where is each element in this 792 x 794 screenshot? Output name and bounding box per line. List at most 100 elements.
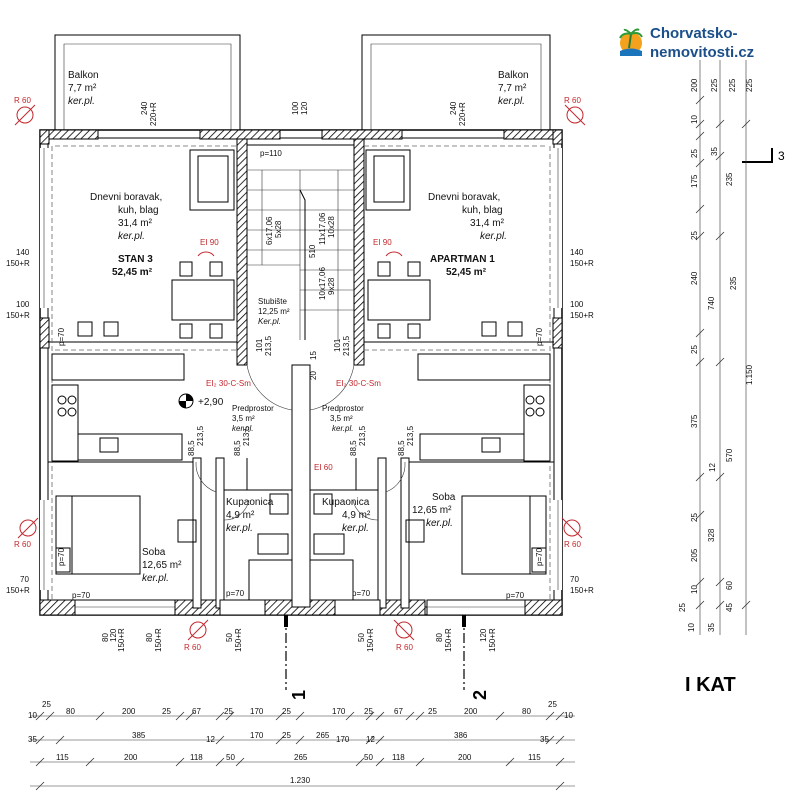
window-dim: 100 [291,101,300,115]
bottom-dim-label: 50 [226,753,235,762]
apartman1-name: APARTMAN 1 [430,254,495,265]
parapet-label: p=70 [57,547,66,566]
bottom-dim-label: 35 [28,735,37,744]
stair-dim: 510 [308,244,317,258]
section-mark-3: 3 [742,148,785,163]
right-dimension-ticks [695,95,751,610]
logo-line-2: nemovitosti.cz [650,44,755,61]
kupaonica-right-name: Kupaonica [322,497,370,508]
level-marker: +2,90 [178,393,224,409]
window-dims: 240 220+R 100 120 240 220+R 140 150+R 10… [6,101,594,652]
door-dim: 88,5 [349,440,358,456]
right-dim-label: 375 [690,414,699,428]
window-dim: 150+R [570,259,594,268]
small-labels: p=110 p=70 p=70 p=70 p=70 p=70 p=70 p=70… [57,149,544,600]
stubiste-name: Stubište [258,297,287,306]
bottom-dimension-ticks [35,711,565,791]
door-dim: 213,5 [358,425,367,446]
living-left-floor: ker.pl. [118,231,145,242]
window-dim: 240 [140,101,149,115]
floor-title: I KAT [685,674,736,696]
soba-right-floor: ker.pl. [426,518,453,529]
balkon-left-floor: ker.pl. [68,96,95,107]
room-labels: Balkon 7,7 m² ker.pl. Balkon 7,7 m² ker.… [68,70,529,584]
level-value: +2,90 [198,397,224,408]
kupaonica-right-floor: ker.pl. [342,523,369,534]
bottom-dim-label: 115 [528,753,541,762]
balcony-left [54,34,241,130]
predprostor-right-area: 3,5 m² [330,414,353,423]
window-dim: 150+R [117,628,126,652]
bottom-dim-label: 80 [66,707,75,716]
balkon-right-area: 7,7 m² [498,83,527,94]
right-dim-label: 570 [725,448,734,462]
bottom-dim-label: 385 [132,731,146,740]
soba-right-name: Soba [432,492,456,503]
right-dim-label: 225 [710,78,719,92]
ei60-label: EI 60 [314,463,333,472]
bottom-dim-label: 170 [250,707,264,716]
window-dim: 100 [570,300,584,309]
right-dim-label: 1.150 [745,364,754,385]
door-dim: 213,5 [242,425,251,446]
window-dim: 150+R [366,628,375,652]
right-dim-label: 25 [690,345,699,354]
section-cut-2: 2 [470,690,490,700]
bottom-dim-label: 200 [122,707,136,716]
parapet-label: p=70 [226,589,245,598]
right-dim-label: 200 [690,78,699,92]
window-dim: 150+R [6,259,30,268]
logo-text: Chorvatsko- nemovitosti.cz [650,24,754,62]
window-dim: 120 [479,628,488,642]
right-dim-label: 235 [729,276,738,290]
right-dim-label: 10 [690,585,699,594]
predprostor-left-name: Predprostor [232,404,274,413]
bottom-dim-label: 200 [464,707,478,716]
bottom-dim-total: 1.230 [290,776,311,785]
parapet-label: p=110 [260,149,282,158]
living-right-name2: kuh, blag [462,205,503,216]
stair-core [236,138,365,366]
right-dim-label: 740 [707,296,716,310]
bottom-dimension-labels: 25 10 80 200 25 67 25 170 25 170 25 67 2… [28,700,573,785]
window-dim: 50 [225,633,234,642]
bottom-dim-label: 25 [282,707,291,716]
stan3-name: STAN 3 [118,254,153,265]
parapet-label: p=70 [57,327,66,346]
stair-dim: 9x28 [327,277,336,295]
right-dim-label: 225 [728,78,737,92]
r60-label: R 60 [14,96,31,105]
right-dim-label: 328 [707,528,716,542]
kupaonica-right-area: 4,9 m² [342,510,371,521]
right-dimension-lines [699,60,747,635]
window-dim: 70 [20,575,29,584]
right-dim-label: 12 [708,463,717,472]
apartman1-area: 52,45 m² [446,267,487,278]
r60-label: R 60 [396,643,413,652]
window-dim: 150+R [444,628,453,652]
window-dim: 150+R [154,628,163,652]
bottom-dim-label: 115 [56,753,69,762]
right-dim-label: 225 [745,78,754,92]
stair-dim: 6x17,06 [265,216,274,245]
window-dim: 220+R [458,102,467,126]
living-left-name2: kuh, blag [118,205,159,216]
stair-dim: 101 [333,338,342,352]
balcony-right [361,34,551,130]
window-dim: 150+R [570,586,594,595]
right-dim-label: 25 [690,231,699,240]
bottom-dim-label: 386 [454,731,468,740]
window-dim: 150+R [6,311,30,320]
bottom-dim-label: 25 [428,707,437,716]
predprostor-right-floor: ker.pl. [332,424,354,433]
parapet-label: p=70 [506,591,525,600]
window-dim: 140 [570,248,584,257]
r60-label: R 60 [184,643,201,652]
fire-rating-labels: EI 90 EI 90 EI₂ 30-C-Sm EI₂ 30-C-Sm EI 6… [197,238,403,472]
right-dim-label: 175 [690,174,699,188]
window-dim: 140 [16,248,30,257]
parapet-label: p=70 [535,547,544,566]
r60-markers: R 60 R 60 R 60 R 60 R 60 R 60 [14,96,586,652]
bottom-dim-label: 80 [522,707,531,716]
